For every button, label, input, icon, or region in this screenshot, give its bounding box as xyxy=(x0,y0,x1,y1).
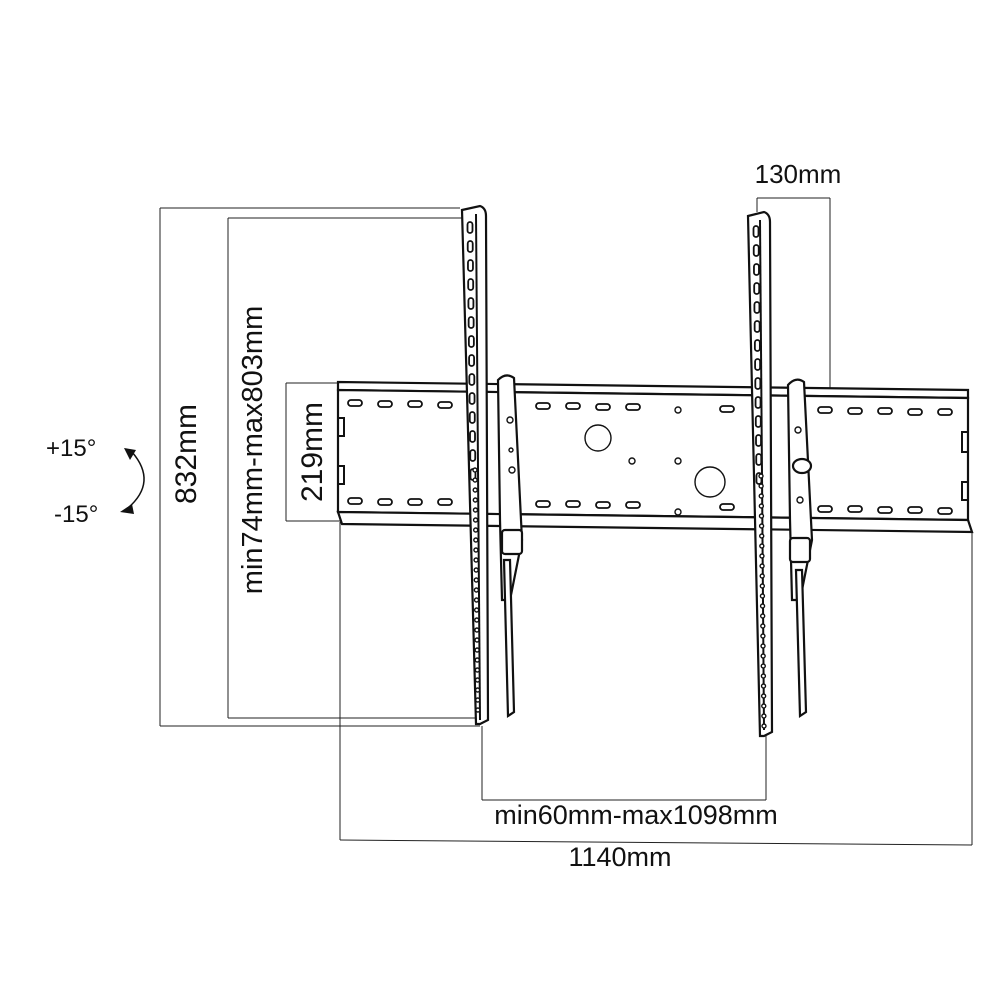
arm-hole xyxy=(472,517,479,523)
arm-hole xyxy=(475,697,481,703)
arm-hole xyxy=(473,547,479,553)
arm-slot xyxy=(754,396,762,409)
right-arm-slots xyxy=(752,225,767,729)
arm-slot xyxy=(468,392,476,405)
arm-hole xyxy=(760,643,766,649)
total-height-label: 832mm xyxy=(170,404,203,504)
arm-hole xyxy=(761,713,767,719)
arm-hole xyxy=(473,557,479,563)
arm-hole xyxy=(475,707,481,713)
arm-hole xyxy=(474,617,480,623)
arm-slot xyxy=(753,263,760,276)
arm-slot xyxy=(468,354,475,367)
arm-hole xyxy=(474,657,480,663)
arm-hole xyxy=(473,537,479,543)
horizontal-range-label: min60mm-max1098mm xyxy=(494,800,778,830)
arm-slot xyxy=(753,301,761,314)
arm-hole xyxy=(758,513,765,519)
arm-slot xyxy=(754,377,762,390)
arm-hole xyxy=(473,597,480,603)
arm-hole xyxy=(759,603,766,609)
arm-hole xyxy=(474,627,480,633)
arm-slot xyxy=(466,221,474,234)
arm-hole xyxy=(474,637,480,643)
arm-slot xyxy=(469,430,476,443)
arm-slot xyxy=(467,297,475,310)
arm-hole xyxy=(760,673,767,679)
arm-hole xyxy=(472,477,478,483)
arm-hole xyxy=(758,483,764,489)
arm-hole xyxy=(760,663,766,669)
arm-slot xyxy=(467,316,475,329)
plate-height-label: 219mm xyxy=(296,402,329,502)
arm-hole xyxy=(759,553,765,559)
arm-slot xyxy=(468,373,476,386)
arm-hole xyxy=(474,687,481,693)
arm-hole xyxy=(761,703,767,709)
total-width-label: 1140mm xyxy=(568,842,671,872)
dimension-lines xyxy=(159,197,973,846)
tilt-down-label: -15° xyxy=(54,501,98,528)
arm-hole xyxy=(759,543,765,549)
arm-slot xyxy=(752,244,760,257)
arm-hole xyxy=(761,723,767,729)
arm-hole xyxy=(759,563,765,569)
arm-hole xyxy=(760,653,766,659)
arm-hole xyxy=(759,573,765,579)
arm-hole xyxy=(760,683,767,689)
arm-hole xyxy=(758,473,764,479)
arm-hole xyxy=(758,523,765,529)
arm-slot xyxy=(467,259,474,272)
tilt-up-label: +15° xyxy=(46,435,96,462)
arm-hole xyxy=(758,493,764,499)
arm-hole xyxy=(472,527,479,533)
arm-slot xyxy=(466,240,474,253)
arm-hole xyxy=(474,667,481,673)
arm-hole xyxy=(474,647,480,653)
depth-label: 130mm xyxy=(755,159,842,189)
arm-hole xyxy=(473,577,479,583)
arm-hole xyxy=(472,487,478,493)
arm-slot xyxy=(754,358,761,371)
arm-hole xyxy=(759,613,766,619)
arm-hole xyxy=(759,583,766,589)
vertical-range-label: min74mm-max803mm xyxy=(237,306,269,594)
left-tv-arm xyxy=(460,204,524,726)
arm-slot xyxy=(469,449,477,462)
arm-slot xyxy=(752,225,760,238)
arm-slot xyxy=(467,335,475,348)
arm-hole xyxy=(473,567,479,573)
arm-hole xyxy=(760,693,767,699)
arm-slot xyxy=(753,320,761,333)
arm-slot xyxy=(467,278,475,291)
arm-hole xyxy=(473,587,480,593)
arm-hole xyxy=(472,507,479,513)
arm-hole xyxy=(759,533,765,539)
arm-slot xyxy=(754,415,762,428)
arm-slot xyxy=(755,453,763,466)
arm-hole xyxy=(472,497,479,503)
arm-slot xyxy=(468,411,476,424)
left-arm-slots xyxy=(466,221,481,713)
arm-hole xyxy=(758,503,765,509)
arm-slot xyxy=(753,339,761,352)
arm-hole xyxy=(760,623,766,629)
arm-hole xyxy=(760,633,766,639)
arm-hole xyxy=(473,607,480,613)
arm-slot xyxy=(753,282,761,295)
wall-plate xyxy=(336,380,974,534)
arm-hole xyxy=(474,677,481,683)
tilt-arrow-icon xyxy=(120,448,145,514)
arm-slot xyxy=(755,434,762,447)
arm-hole xyxy=(472,467,478,473)
arm-hole xyxy=(759,593,766,599)
